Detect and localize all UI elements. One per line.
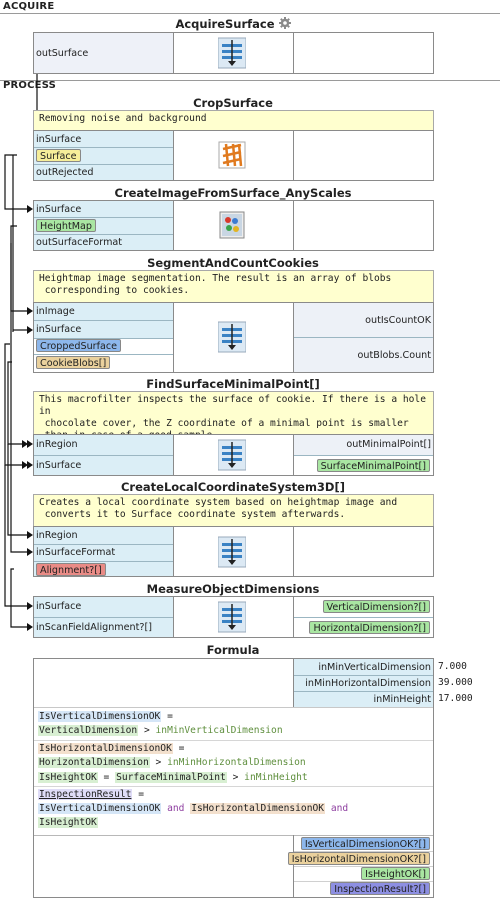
node-description: Creates a local coordinate system based … (33, 494, 434, 527)
node-title-formula[interactable]: Formula (206, 643, 260, 657)
value-heightmap[interactable]: HeightMap (36, 219, 96, 232)
port-in-region[interactable]: inRegion (36, 530, 78, 541)
port-out-blobs-count[interactable]: outBlobs.Count (357, 350, 431, 361)
port-in-surface[interactable]: inSurface (36, 134, 82, 145)
section-divider (0, 80, 500, 81)
port-out-rejected[interactable]: outRejected (36, 167, 94, 178)
value-inspection-result[interactable]: InspectionResult?[] (330, 882, 430, 895)
macro-icon[interactable] (218, 321, 246, 353)
node-description: Removing noise and background (33, 110, 434, 131)
node-title-measure[interactable]: MeasureObjectDimensions (146, 582, 320, 596)
value-alignment[interactable]: Alignment?[] (36, 563, 106, 576)
node-title-crop-surface[interactable]: CropSurface (193, 96, 273, 110)
node-description: This macrofilter inspects the surface of… (33, 391, 434, 441)
port-in-surface[interactable]: inSurface (36, 204, 82, 215)
node-segment[interactable]: inImage inSurface CroppedSurface CookieB… (33, 302, 434, 373)
node-title-coord-system[interactable]: CreateLocalCoordinateSystem3D[] (120, 480, 345, 494)
expression-height[interactable]: IsHeightOK = SurfaceMinimalPoint > inMin… (38, 772, 308, 783)
port-in-surface[interactable]: inSurface (36, 601, 82, 612)
node-description: Heightmap image segmentation. The result… (33, 270, 434, 303)
node-coord-system[interactable]: inRegion inSurfaceFormat Alignment?[] (33, 526, 434, 577)
port-in-image[interactable]: inImage (36, 306, 75, 317)
value-vertical-dimension[interactable]: VerticalDimension?[] (322, 600, 430, 613)
value-horizontal-dimension[interactable]: HorizontalDimension?[] (309, 621, 430, 634)
port-out-minimal-point[interactable]: outMinimalPoint[] (346, 439, 431, 450)
node-measure[interactable]: inSurface inScanFieldAlignment?[] Vertic… (33, 596, 434, 638)
expression-inspection-result[interactable]: InspectionResult = IsVerticalDimensionOK… (38, 789, 349, 828)
node-title-acquire-surface[interactable]: AcquireSurface (33, 17, 433, 31)
section-process-label: PROCESS (3, 80, 57, 91)
node-create-image[interactable]: inSurface HeightMap outSurfaceFormat (33, 200, 434, 251)
port-in-scan-field-alignment[interactable]: inScanFieldAlignment?[] (36, 622, 152, 633)
node-formula[interactable]: inMinVerticalDimension inMinHorizontalDi… (33, 658, 434, 898)
gear-icon[interactable] (278, 17, 291, 29)
param-in-min-vertical-dimension[interactable]: inMinVerticalDimension (318, 662, 431, 673)
macro-icon[interactable] (218, 536, 246, 568)
node-title-find-min[interactable]: FindSurfaceMinimalPoint[] (146, 377, 320, 391)
port-out-surface[interactable]: outSurface (36, 48, 89, 59)
value-cookie-blobs[interactable]: CookieBlobs[] (36, 356, 111, 369)
macro-icon[interactable] (218, 37, 246, 69)
macro-icon[interactable] (218, 439, 246, 471)
node-acquire-surface[interactable]: outSurface (33, 32, 434, 74)
port-out-is-count-ok[interactable]: outIsCountOK (365, 315, 431, 326)
param-value-min-horizontal[interactable]: 39.000 (438, 677, 473, 688)
formula-expressions[interactable]: IsVerticalDimensionOK = VerticalDimensio… (34, 708, 433, 838)
macro-icon[interactable] (218, 601, 246, 633)
value-cropped-surface[interactable]: CroppedSurface (36, 339, 122, 352)
port-in-surface[interactable]: inSurface (36, 324, 82, 335)
value-is-horizontal-dimension-ok[interactable]: IsHorizontalDimensionOK?[] (287, 852, 430, 865)
section-divider (0, 13, 500, 14)
param-value-min-vertical[interactable]: 7.000 (438, 661, 467, 672)
value-surface[interactable]: Surface (36, 149, 81, 162)
expression-vertical[interactable]: IsVerticalDimensionOK = VerticalDimensio… (38, 711, 283, 736)
node-crop-surface[interactable]: inSurface Surface outRejected (33, 130, 434, 181)
param-in-min-height[interactable]: inMinHeight (373, 694, 431, 705)
crop-grid-icon[interactable] (218, 139, 246, 171)
port-in-region[interactable]: inRegion (36, 439, 78, 450)
node-find-min[interactable]: inRegion inSurface outMinimalPoint[] Sur… (33, 434, 434, 476)
node-title-segment[interactable]: SegmentAndCountCookies (147, 256, 319, 270)
value-is-height-ok[interactable]: IsHeightOK[] (361, 867, 430, 880)
node-title-create-image[interactable]: CreateImageFromSurface_AnyScales (114, 186, 352, 200)
port-out-surface-format[interactable]: outSurfaceFormat (36, 237, 123, 248)
expression-horizontal[interactable]: IsHorizontalDimensionOK = HorizontalDime… (38, 743, 306, 768)
param-in-min-horizontal-dimension[interactable]: inMinHorizontalDimension (305, 678, 431, 689)
port-in-surface[interactable]: inSurface (36, 460, 82, 471)
section-acquire-label: ACQUIRE (3, 1, 55, 12)
image-palette-icon[interactable] (218, 209, 246, 241)
port-in-surface-format[interactable]: inSurfaceFormat (36, 547, 116, 558)
value-surface-minimal-point[interactable]: SurfaceMinimalPoint[] (316, 459, 430, 472)
param-value-min-height[interactable]: 17.000 (438, 693, 473, 704)
value-is-vertical-dimension-ok[interactable]: IsVerticalDimensionOK?[] (300, 837, 430, 850)
